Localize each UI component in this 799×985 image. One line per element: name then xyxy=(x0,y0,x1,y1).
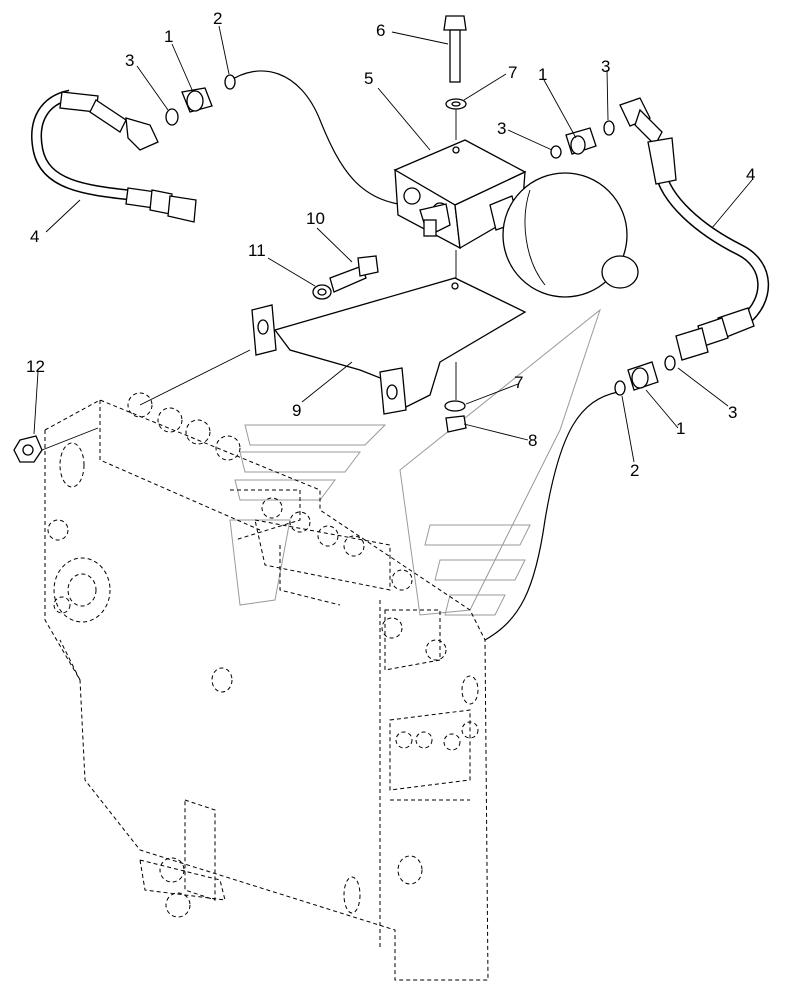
callout-1-left: 1 xyxy=(164,27,173,46)
callout-12: 12 xyxy=(26,357,45,376)
callout-3-block: 3 xyxy=(497,119,506,138)
nut-12 xyxy=(13,427,99,463)
hose-assembly-right xyxy=(619,97,770,361)
leader-lines xyxy=(33,25,753,463)
callout-3-right-upper: 3 xyxy=(601,57,610,76)
callout-1-right-upper: 1 xyxy=(538,65,547,84)
accumulator xyxy=(502,172,639,298)
callout-6: 6 xyxy=(376,21,385,40)
callout-2-right: 2 xyxy=(630,461,639,480)
fitting-right-upper xyxy=(550,120,615,159)
callout-9: 9 xyxy=(292,401,301,420)
callout-7-top: 7 xyxy=(508,63,517,82)
bolt-bracket xyxy=(312,255,379,300)
callout-3-right-lower: 3 xyxy=(728,403,737,422)
callout-labels: 1 2 3 4 5 6 7 1 3 3 4 10 11 12 9 7 8 1 2… xyxy=(26,9,755,480)
fitting-left xyxy=(165,74,236,126)
transmission-housing xyxy=(44,349,489,981)
valve-block xyxy=(393,100,527,250)
callout-7-lower: 7 xyxy=(514,373,523,392)
callout-5: 5 xyxy=(364,69,373,88)
fitting-right-lower xyxy=(614,355,676,396)
callout-2-left: 2 xyxy=(213,9,222,28)
mounting-bracket xyxy=(251,250,527,415)
callout-1-right-lower: 1 xyxy=(676,419,685,438)
callout-4-right: 4 xyxy=(746,165,755,184)
callout-4-left: 4 xyxy=(30,227,39,246)
watermark-logo xyxy=(229,308,602,616)
callout-3-left: 3 xyxy=(125,51,134,70)
hose-routing-lines xyxy=(227,70,619,641)
callout-11: 11 xyxy=(248,241,266,260)
callout-10: 10 xyxy=(306,209,325,228)
washer-nut-lower xyxy=(444,400,467,433)
callout-8: 8 xyxy=(528,431,537,450)
bolt-top xyxy=(443,15,467,110)
hose-assembly-left xyxy=(31,89,197,223)
